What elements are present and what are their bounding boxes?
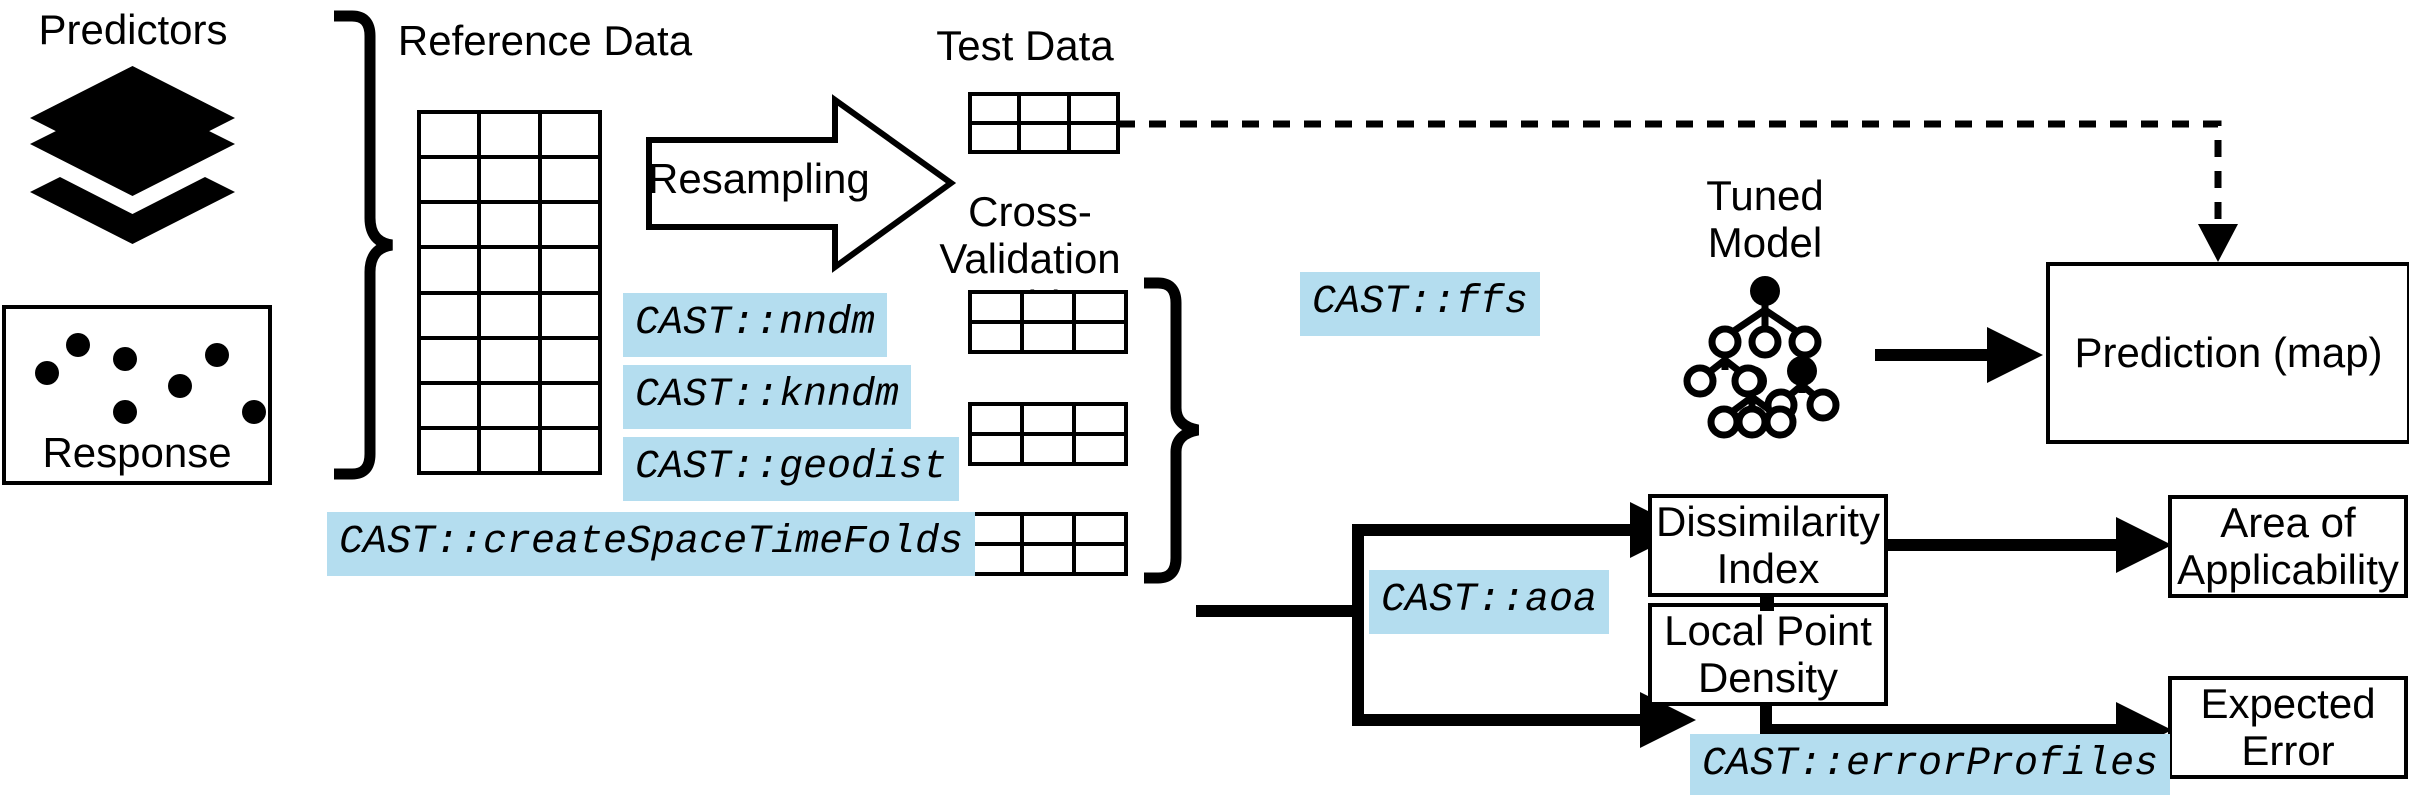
grid-cell: [1076, 516, 1128, 546]
grid-cell: [541, 204, 602, 250]
grid-cell: [1070, 125, 1120, 154]
area-of-applicability-label: Area of Applicability: [2177, 499, 2399, 593]
grid-cell: [541, 339, 602, 385]
di-lpd-connector: [1760, 593, 1774, 611]
grid-cell: [1070, 96, 1120, 125]
grid-cell: [1076, 294, 1128, 324]
grid-cell: [481, 114, 542, 160]
grid-cell: [972, 516, 1024, 546]
response-point: [113, 400, 138, 425]
grid-cell: [421, 114, 482, 160]
grid-cell: [421, 249, 482, 295]
resampling-arrow: [645, 94, 957, 273]
grid-cell: [481, 204, 542, 250]
cast-nndm-chip[interactable]: CAST::nndm: [623, 293, 888, 357]
grid-cell: [421, 339, 482, 385]
layers-icon: [30, 66, 235, 266]
grid-cell: [1076, 406, 1128, 436]
cast-errorprofiles-chip[interactable]: CAST::errorProfiles: [1690, 734, 2171, 795]
decision-tree-icon: [1680, 275, 1850, 440]
model-to-prediction-arrow: [1875, 325, 2045, 385]
grid-cell: [481, 384, 542, 430]
cast-aoa-chip[interactable]: CAST::aoa: [1369, 570, 1610, 634]
grid-cell: [1024, 516, 1076, 546]
grid-cell: [421, 159, 482, 205]
prediction-box: Prediction (map): [2046, 262, 2409, 444]
grid-cell: [421, 294, 482, 340]
local-point-density-label: Local Point Density: [1664, 607, 1872, 701]
tuned-model-title: Tuned Model: [1706, 172, 1824, 267]
grid-cell: [972, 96, 1022, 125]
grid-cell: [972, 406, 1024, 436]
grid-cell: [481, 429, 542, 475]
cv-fold-grid-2: [968, 402, 1128, 466]
local-point-density-box: Local Point Density: [1648, 603, 1888, 706]
reference-data-grid: [417, 110, 602, 475]
cast-knndm-chip[interactable]: CAST::knndm: [623, 365, 912, 429]
inputs-brace: [326, 10, 406, 480]
grid-cell: [1024, 324, 1076, 354]
response-point: [241, 400, 266, 425]
di-to-aoa-arrow: [1886, 515, 2176, 575]
test-data-title: Test Data: [936, 22, 1114, 69]
grid-cell: [972, 436, 1024, 466]
test-to-prediction-connector: [1118, 112, 2238, 262]
grid-cell: [481, 294, 542, 340]
response-panel: Response: [2, 305, 272, 485]
grid-cell: [972, 125, 1022, 154]
grid-cell: [1024, 294, 1076, 324]
response-point: [66, 333, 91, 358]
grid-cell: [1024, 406, 1076, 436]
grid-cell: [1076, 324, 1128, 354]
dissimilarity-index-label: Dissimilarity Index: [1656, 498, 1880, 592]
reference-data-title: Reference Data: [397, 17, 693, 64]
grid-cell: [481, 159, 542, 205]
prediction-label: Prediction (map): [2074, 328, 2383, 376]
grid-cell: [541, 159, 602, 205]
grid-cell: [421, 429, 482, 475]
grid-cell: [481, 249, 542, 295]
response-point: [205, 343, 230, 368]
cv-fold-grid-3: [968, 512, 1128, 576]
predictors-label: Predictors: [38, 6, 228, 53]
grid-cell: [541, 429, 602, 475]
grid-cell: [541, 249, 602, 295]
dissimilarity-index-box: Dissimilarity Index: [1648, 494, 1888, 597]
resampling-label: Resampling: [648, 155, 870, 202]
grid-cell: [1024, 436, 1076, 466]
cast-ffs-chip[interactable]: CAST::ffs: [1300, 272, 1541, 336]
grid-cell: [541, 294, 602, 340]
grid-cell: [1021, 96, 1071, 125]
grid-cell: [972, 324, 1024, 354]
cv-fold-grid-1: [968, 290, 1128, 354]
area-of-applicability-box: Area of Applicability: [2168, 495, 2408, 598]
grid-cell: [421, 204, 482, 250]
grid-cell: [1021, 125, 1071, 154]
expected-error-label: Expected Error: [2200, 680, 2376, 774]
response-point: [168, 374, 193, 399]
grid-cell: [1076, 436, 1128, 466]
response-point: [113, 346, 138, 371]
grid-cell: [972, 546, 1024, 576]
grid-cell: [541, 114, 602, 160]
grid-cell: [972, 294, 1024, 324]
grid-cell: [1024, 546, 1076, 576]
expected-error-box: Expected Error: [2168, 676, 2408, 779]
test-data-grid: [968, 92, 1120, 154]
grid-cell: [1076, 546, 1128, 576]
grid-cell: [421, 384, 482, 430]
grid-cell: [481, 339, 542, 385]
grid-cell: [541, 384, 602, 430]
cast-geodist-chip[interactable]: CAST::geodist: [623, 437, 960, 501]
cast-createspacetimefolds-chip[interactable]: CAST::createSpaceTimeFolds: [327, 512, 976, 576]
response-label: Response: [42, 429, 232, 476]
cv-folds-brace: [1140, 277, 1210, 584]
response-point: [34, 360, 59, 385]
